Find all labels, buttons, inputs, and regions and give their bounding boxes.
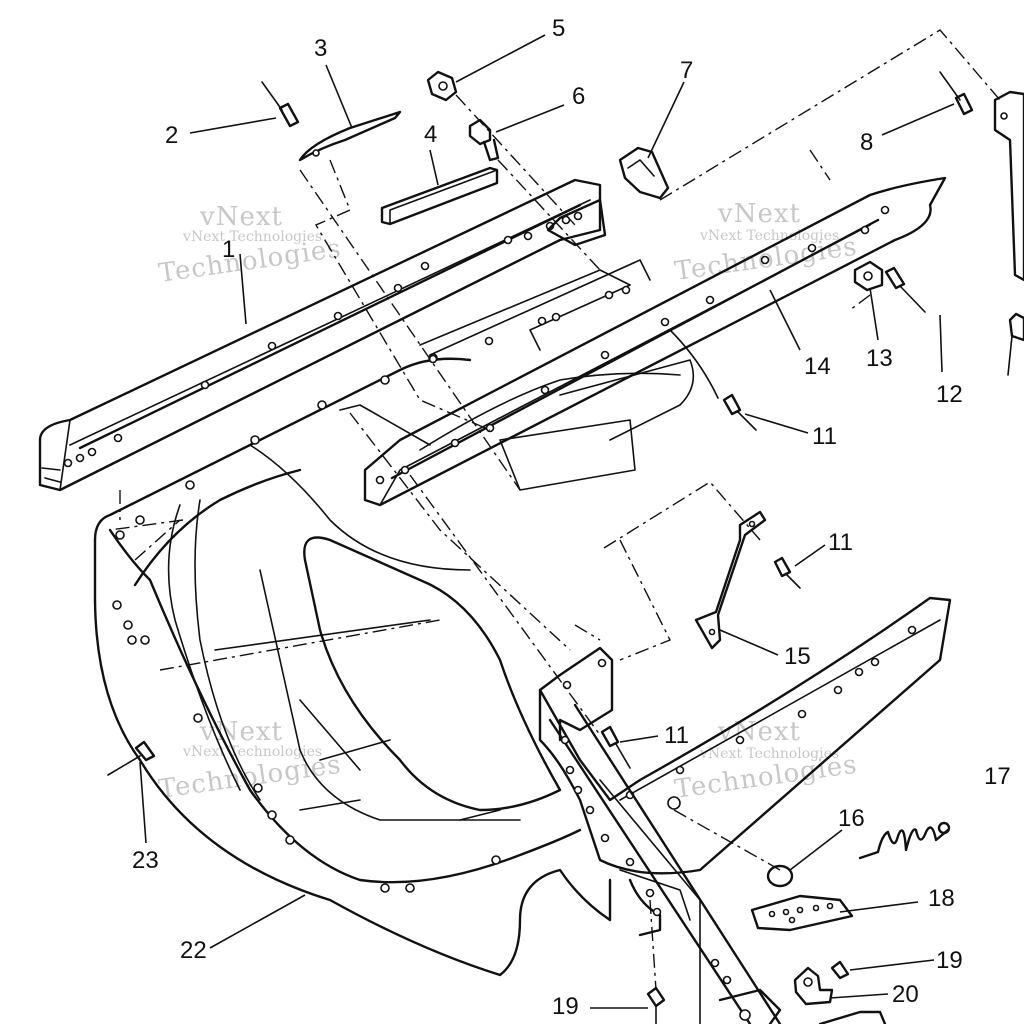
callout-5: 5 bbox=[552, 15, 565, 42]
svg-text:vNext: vNext bbox=[199, 717, 283, 747]
part-3-plate bbox=[298, 110, 402, 162]
callout-2: 2 bbox=[165, 122, 178, 149]
callout-8: 8 bbox=[860, 129, 873, 156]
callout-4: 4 bbox=[424, 121, 437, 148]
callout-22: 22 bbox=[180, 937, 207, 964]
part-6-bolt bbox=[468, 118, 500, 162]
frame-member bbox=[548, 703, 887, 1024]
svg-text:vNext Technologies: vNext Technologies bbox=[182, 744, 322, 760]
callout-7: 7 bbox=[680, 57, 693, 84]
part-22-shroud bbox=[93, 357, 612, 977]
part-7-bracket bbox=[546, 146, 670, 247]
rear-right-plate bbox=[538, 596, 952, 875]
callout-18: 18 bbox=[928, 885, 955, 912]
svg-text:vNext: vNext bbox=[199, 202, 283, 232]
callout-11-upper: 11 bbox=[812, 423, 837, 450]
part-16-plug bbox=[766, 864, 794, 888]
callout-labels: 1 2 3 4 5 6 7 8 11 11 11 12 13 14 15 16 … bbox=[132, 15, 1011, 1020]
callout-17: 17 bbox=[984, 763, 1011, 790]
front-rail-holes bbox=[63, 211, 583, 468]
leader-lines bbox=[139, 34, 955, 1009]
part-11-rivet-b bbox=[773, 556, 801, 589]
part-19-rivet-a bbox=[830, 960, 850, 980]
callout-13: 13 bbox=[866, 345, 893, 372]
callout-15: 15 bbox=[784, 643, 811, 670]
callout-6: 6 bbox=[572, 83, 585, 110]
part-1-front-rail bbox=[38, 178, 602, 492]
center-bracket bbox=[538, 646, 614, 742]
callout-3: 3 bbox=[314, 35, 327, 62]
callout-19-right: 19 bbox=[936, 947, 963, 974]
mid-pan-holes bbox=[428, 285, 631, 364]
callout-12: 12 bbox=[936, 381, 963, 408]
part-23-rivet bbox=[107, 740, 156, 776]
callout-16: 16 bbox=[838, 805, 865, 832]
part-11-rivet-a bbox=[669, 329, 757, 431]
frame-holes bbox=[560, 735, 751, 1021]
part-15-bracket bbox=[694, 510, 767, 650]
callout-11-lower: 11 bbox=[664, 722, 689, 749]
part-4-strip bbox=[380, 166, 499, 226]
callout-11-middle: 11 bbox=[828, 529, 853, 556]
callout-23: 23 bbox=[132, 847, 159, 874]
svg-text:vNext Technologies: vNext Technologies bbox=[182, 229, 322, 245]
svg-text:vNext Technologies: vNext Technologies bbox=[699, 228, 839, 244]
part-8-rivet bbox=[939, 71, 974, 116]
part-19-rivet-b bbox=[646, 986, 666, 1024]
svg-text:vNext: vNext bbox=[717, 199, 801, 229]
callout-19-left: 19 bbox=[552, 993, 579, 1020]
part-5-nut bbox=[426, 70, 458, 102]
right-side-bar bbox=[993, 90, 1024, 376]
alignment-lines bbox=[109, 29, 1001, 991]
part-11-rivet-c bbox=[600, 725, 631, 769]
callout-1: 1 bbox=[222, 236, 235, 263]
watermark-top-left: vNext vNext Technologies Technologies bbox=[157, 202, 343, 289]
part-14-rear-rail bbox=[363, 176, 947, 507]
part-12-rivet bbox=[884, 266, 926, 313]
part-17-spring bbox=[858, 821, 951, 860]
watermark-bottom-right: vNext vNext Technologies Technologies bbox=[673, 717, 859, 805]
part-18-plate bbox=[750, 894, 854, 932]
part-2-rivet bbox=[261, 81, 300, 128]
rear-rail-holes bbox=[375, 205, 890, 485]
callout-20: 20 bbox=[892, 981, 919, 1008]
svg-text:vNext Technologies: vNext Technologies bbox=[699, 746, 839, 762]
part-13-grommet bbox=[853, 260, 884, 292]
part-20-clamp bbox=[793, 966, 834, 1006]
mid-pan-panel bbox=[339, 259, 695, 491]
callout-14: 14 bbox=[804, 353, 831, 380]
